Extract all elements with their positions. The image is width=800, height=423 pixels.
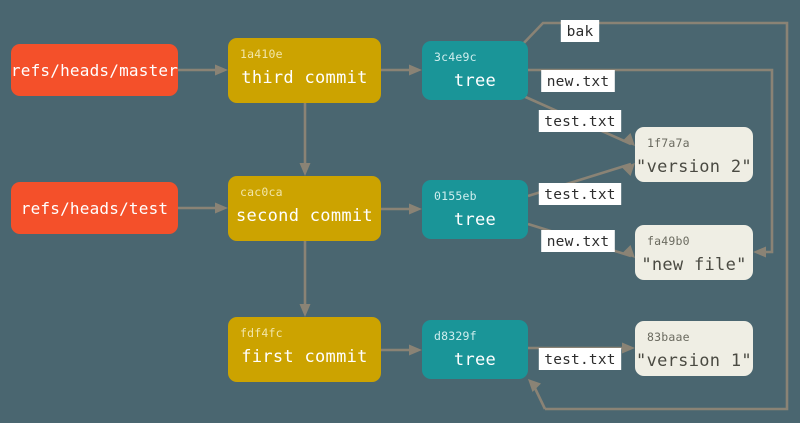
edge-labels-layer: bak new.txt test.txt test.txt new.txt test.tx…	[538, 20, 622, 370]
edge-label-edge-0155eb-new-text: new.txt	[547, 234, 610, 250]
node-blob-83baae-body[interactable]	[635, 321, 753, 376]
node-blob-fa49b0[interactable]: fa49b0 "new file"	[635, 225, 753, 280]
node-blob-83baae-title: "version 1"	[636, 351, 752, 371]
edge-test-to-second-arrowhead-icon	[215, 202, 228, 214]
edge-3c4e9c-new	[528, 68, 774, 258]
node-commit-first-hash: fdf4fc	[240, 326, 283, 340]
edge-third-to-second-arrowhead-icon	[299, 163, 311, 176]
node-tree-0155eb-hash: 0155eb	[434, 189, 477, 203]
node-ref-test-title: refs/heads/test	[21, 199, 169, 218]
edge-label-edge-0155eb-test-box	[538, 183, 622, 205]
node-commit-second-body[interactable]	[228, 176, 381, 241]
node-blob-83baae[interactable]: 83baae "version 1"	[635, 321, 753, 376]
edge-0155eb-new-arrowhead-icon	[622, 245, 635, 258]
edge-label-edge-3c4e9c-test: test.txt	[538, 110, 622, 132]
edge-test-to-second	[178, 202, 228, 214]
edge-second-to-first	[299, 241, 311, 317]
node-blob-fa49b0-body[interactable]	[635, 225, 753, 280]
edge-master-to-third	[178, 64, 228, 76]
edge-label-edge-d8329f-test-text: test.txt	[544, 352, 615, 368]
node-ref-test-body[interactable]	[11, 182, 178, 234]
edge-3c4e9c-bak-line	[520, 21, 789, 411]
node-blob-1f7a7a-body[interactable]	[635, 127, 753, 182]
edge-0155eb-test-arrowhead-icon	[622, 163, 635, 176]
edge-label-edge-d8329f-test-box	[538, 348, 622, 370]
edge-label-edge-3c4e9c-bak: bak	[560, 20, 600, 42]
node-commit-second-hash: cac0ca	[240, 185, 283, 199]
edge-label-edge-0155eb-test-text: test.txt	[544, 187, 615, 203]
node-commit-first[interactable]: fdf4fc first commit	[228, 317, 381, 382]
edge-first-to-tree-arrowhead-icon	[409, 344, 422, 356]
edge-label-edge-3c4e9c-new-text: new.txt	[547, 74, 610, 90]
edge-third-to-second	[299, 103, 311, 176]
node-tree-3c4e9c-title: tree	[454, 71, 496, 91]
edge-label-edge-3c4e9c-bak-text: bak	[567, 24, 594, 40]
node-tree-3c4e9c-body[interactable]	[422, 41, 528, 100]
node-tree-d8329f[interactable]: d8329f tree	[422, 320, 528, 379]
nodes-layer: refs/heads/master 1a410e third commit 3c4e9…	[11, 38, 753, 382]
edge-label-edge-0155eb-new: new.txt	[541, 230, 615, 252]
node-tree-0155eb-body[interactable]	[422, 180, 528, 239]
edge-second-to-first-arrowhead-icon	[299, 304, 311, 317]
edge-label-edge-3c4e9c-bak-box	[560, 20, 600, 42]
node-commit-third-hash: 1a410e	[240, 47, 283, 61]
node-blob-1f7a7a-hash: 1f7a7a	[647, 136, 690, 150]
edge-label-edge-3c4e9c-new: new.txt	[541, 70, 615, 92]
node-commit-third[interactable]: 1a410e third commit	[228, 38, 381, 103]
node-ref-master[interactable]: refs/heads/master	[11, 44, 178, 96]
edge-label-edge-0155eb-test: test.txt	[538, 183, 622, 205]
edge-label-edge-d8329f-test: test.txt	[538, 348, 622, 370]
node-commit-third-body[interactable]	[228, 38, 381, 103]
node-commit-first-body[interactable]	[228, 317, 381, 382]
node-tree-0155eb[interactable]: 0155eb tree	[422, 180, 528, 239]
edge-3c4e9c-test-arrowhead-icon	[622, 133, 635, 146]
edge-3c4e9c-new-arrowhead-icon	[753, 246, 766, 258]
node-commit-third-title: third commit	[241, 68, 367, 88]
edge-d8329f-test-arrowhead-icon	[622, 342, 635, 354]
node-ref-master-title: refs/heads/master	[11, 61, 178, 80]
edge-third-to-tree	[381, 64, 422, 76]
node-commit-second-title: second commit	[236, 206, 373, 226]
node-commit-first-title: first commit	[241, 347, 367, 367]
edge-3c4e9c-bak	[520, 21, 789, 411]
node-ref-test[interactable]: refs/heads/test	[11, 182, 178, 234]
node-blob-1f7a7a-title: "version 2"	[636, 157, 752, 177]
node-tree-0155eb-title: tree	[454, 210, 496, 230]
edge-master-to-third-arrowhead-icon	[215, 64, 228, 76]
node-tree-3c4e9c[interactable]: 3c4e9c tree	[422, 41, 528, 100]
node-tree-d8329f-hash: d8329f	[434, 329, 477, 343]
edge-label-edge-0155eb-new-box	[541, 230, 615, 252]
node-ref-master-body[interactable]	[11, 44, 178, 96]
node-tree-d8329f-body[interactable]	[422, 320, 528, 379]
edge-3c4e9c-bak-arrowhead-icon	[528, 379, 541, 392]
edge-label-edge-3c4e9c-new-box	[541, 70, 615, 92]
node-commit-second[interactable]: cac0ca second commit	[228, 176, 381, 241]
node-blob-83baae-hash: 83baae	[647, 330, 690, 344]
edge-first-to-tree	[381, 344, 422, 356]
node-tree-d8329f-title: tree	[454, 350, 496, 370]
edge-label-edge-3c4e9c-test-box	[538, 110, 622, 132]
edges-layer	[178, 21, 789, 411]
edge-second-to-tree-arrowhead-icon	[409, 203, 422, 215]
node-blob-1f7a7a[interactable]: 1f7a7a "version 2"	[635, 127, 753, 182]
edge-second-to-tree	[381, 203, 422, 215]
node-tree-3c4e9c-hash: 3c4e9c	[434, 50, 477, 64]
edge-label-edge-3c4e9c-test-text: test.txt	[544, 114, 615, 130]
node-blob-fa49b0-hash: fa49b0	[647, 234, 690, 248]
edge-third-to-tree-arrowhead-icon	[409, 64, 422, 76]
node-blob-fa49b0-title: "new file"	[641, 255, 746, 275]
